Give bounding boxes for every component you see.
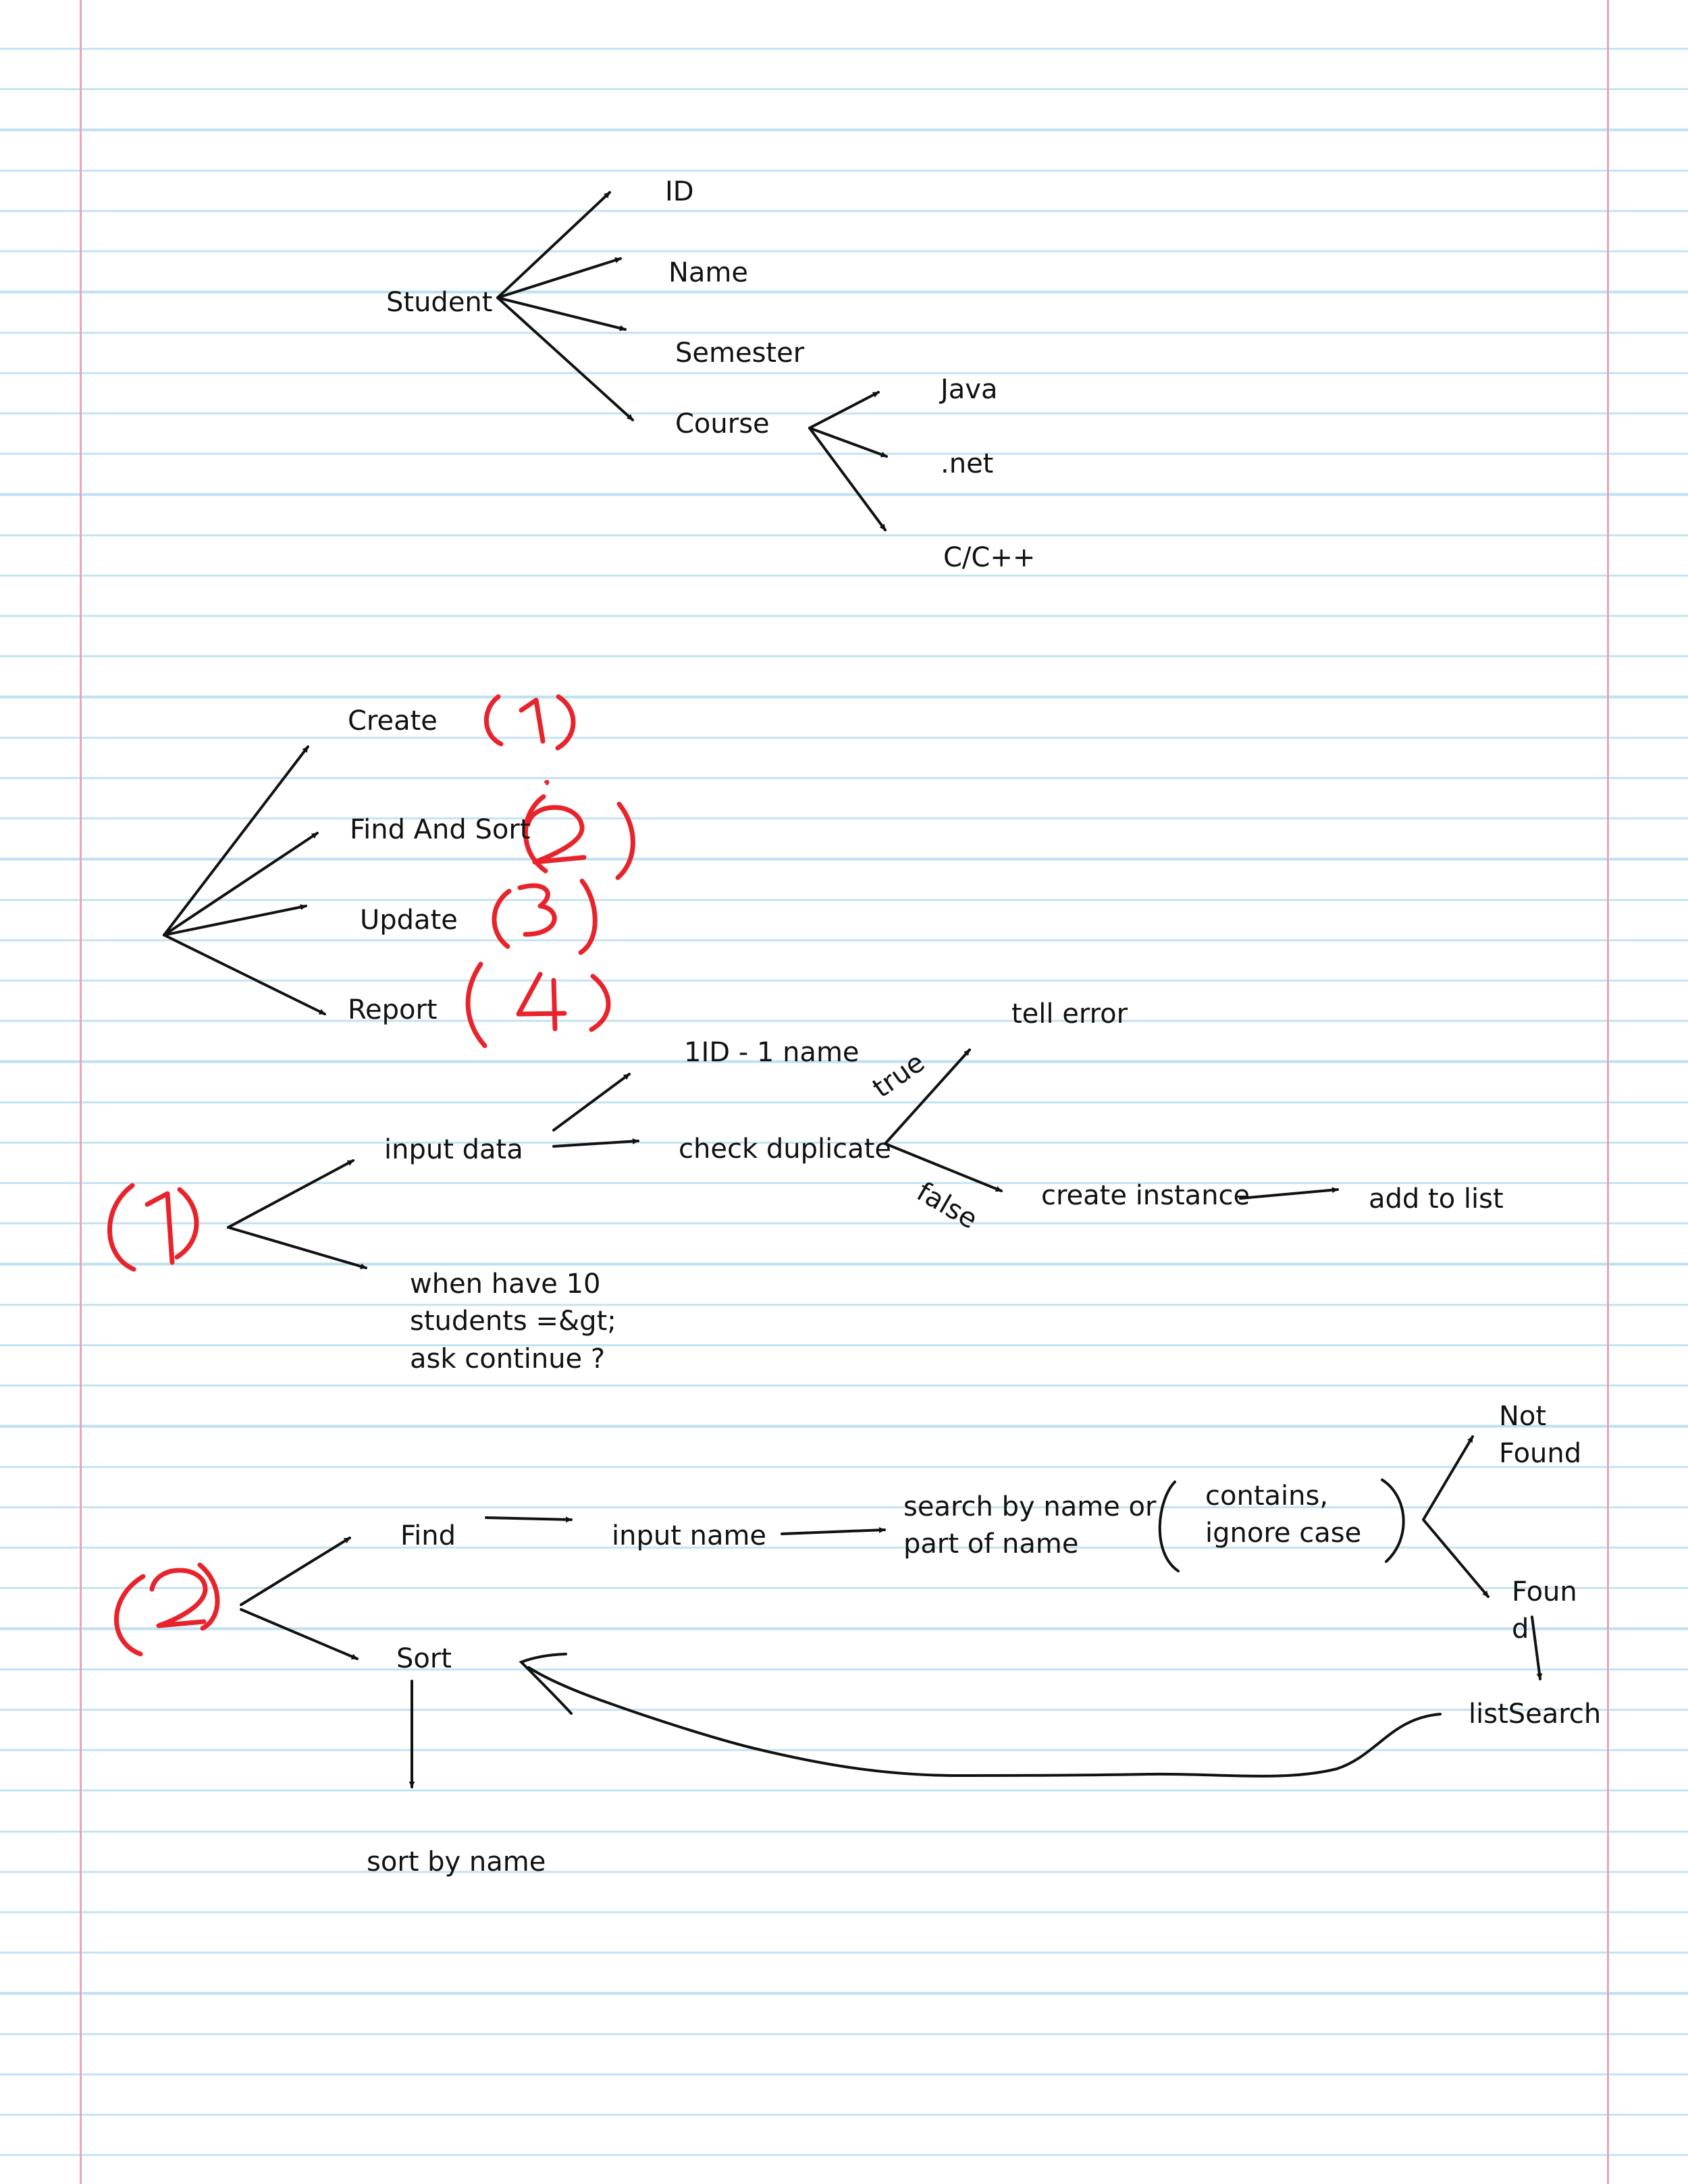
arrow-student-to-course xyxy=(496,296,634,421)
arrow-two-to-find xyxy=(240,1537,351,1606)
search-line-1: search by name or xyxy=(903,1491,1157,1522)
menu-report: Report xyxy=(348,994,438,1026)
when-ten-line-3: ask continue ? xyxy=(410,1343,606,1375)
arrow-check-to-tell-error xyxy=(884,1048,971,1145)
red-marker-1-create xyxy=(107,1183,199,1272)
arrow-menu-to-find-and-sort xyxy=(163,832,319,936)
create-instance-label: create instance xyxy=(1041,1180,1250,1211)
arrow-check-to-create-instance xyxy=(884,1142,1003,1192)
open-paren-glyph xyxy=(1158,1481,1180,1572)
field-course: Course xyxy=(675,408,770,440)
red-marker-1-menu xyxy=(484,694,576,751)
red-marker-3-menu xyxy=(492,878,598,955)
tell-error-label: tell error xyxy=(1011,998,1128,1030)
student-label: Student xyxy=(386,287,493,318)
add-to-list-label: add to list xyxy=(1369,1183,1504,1215)
arrow-menu-to-report xyxy=(163,934,326,1015)
arrow-course-to-net xyxy=(808,427,888,458)
red-marker-2-find xyxy=(114,1562,220,1657)
arrow-student-to-name xyxy=(496,257,622,299)
course-net: .net xyxy=(941,448,994,479)
arrow-input-name-to-search xyxy=(781,1526,886,1535)
course-java: Java xyxy=(941,374,998,405)
found-line-2: d xyxy=(1512,1614,1529,1645)
close-paren-glyph xyxy=(1381,1479,1405,1563)
input-data-label: input data xyxy=(384,1134,523,1165)
arrow-course-to-java xyxy=(808,391,880,429)
field-name: Name xyxy=(668,257,749,288)
input-name-label: input name xyxy=(612,1520,767,1551)
curve-list-search-to-sort xyxy=(527,1666,1442,1778)
arrow-input-to-one-id xyxy=(552,1073,631,1131)
contains-line-1: contains, xyxy=(1205,1481,1329,1512)
list-search-label: listSearch xyxy=(1469,1699,1602,1730)
arrow-to-not-found xyxy=(1422,1435,1474,1521)
course-cpp: C/C++ xyxy=(943,542,1036,573)
check-duplicate-label: check duplicate xyxy=(679,1134,891,1165)
curve-arrowhead xyxy=(519,1653,573,1715)
when-ten-line-1: when have 10 xyxy=(410,1269,601,1300)
arrow-found-to-list-search xyxy=(1531,1616,1543,1680)
arrow-create-to-when-ten xyxy=(227,1226,367,1270)
red-marker-2-menu xyxy=(523,794,635,880)
field-id: ID xyxy=(665,176,694,207)
right-margin-line xyxy=(1607,0,1609,2184)
arrow-menu-to-create xyxy=(163,745,309,936)
sort-by-name-label: sort by name xyxy=(367,1846,546,1877)
arrow-create-to-input-data xyxy=(227,1159,354,1229)
arrow-student-to-id xyxy=(496,191,611,299)
menu-create: Create xyxy=(348,705,438,737)
arrow-two-to-sort xyxy=(240,1608,359,1660)
not-found-line-2: Found xyxy=(1499,1438,1582,1469)
arrow-instance-to-add-list xyxy=(1239,1187,1339,1200)
field-semester: Semester xyxy=(675,338,805,369)
contains-line-2: ignore case xyxy=(1205,1518,1362,1549)
find-label: Find xyxy=(400,1520,456,1551)
left-margin-line xyxy=(80,0,82,2184)
menu-find-and-sort: Find And Sort xyxy=(350,814,531,845)
not-found-line-1: Not xyxy=(1499,1401,1547,1432)
red-markers xyxy=(107,694,635,1657)
red-dot xyxy=(544,780,550,785)
arrow-to-found xyxy=(1422,1518,1489,1598)
found-line-1: Foun xyxy=(1512,1576,1577,1607)
when-ten-line-2: students =&gt; xyxy=(410,1306,616,1337)
menu-update: Update xyxy=(360,905,458,936)
arrow-student-to-semester xyxy=(496,296,627,331)
arrow-menu-to-update xyxy=(163,904,307,936)
arrow-find-to-input-name xyxy=(485,1516,573,1523)
sort-label: Sort xyxy=(396,1643,452,1674)
one-id-one-name-label: 1ID - 1 name xyxy=(684,1037,860,1068)
arrow-input-to-check xyxy=(552,1138,639,1148)
search-line-2: part of name xyxy=(903,1528,1079,1560)
red-marker-4-menu xyxy=(465,961,611,1048)
arrow-course-to-cpp xyxy=(808,427,887,531)
